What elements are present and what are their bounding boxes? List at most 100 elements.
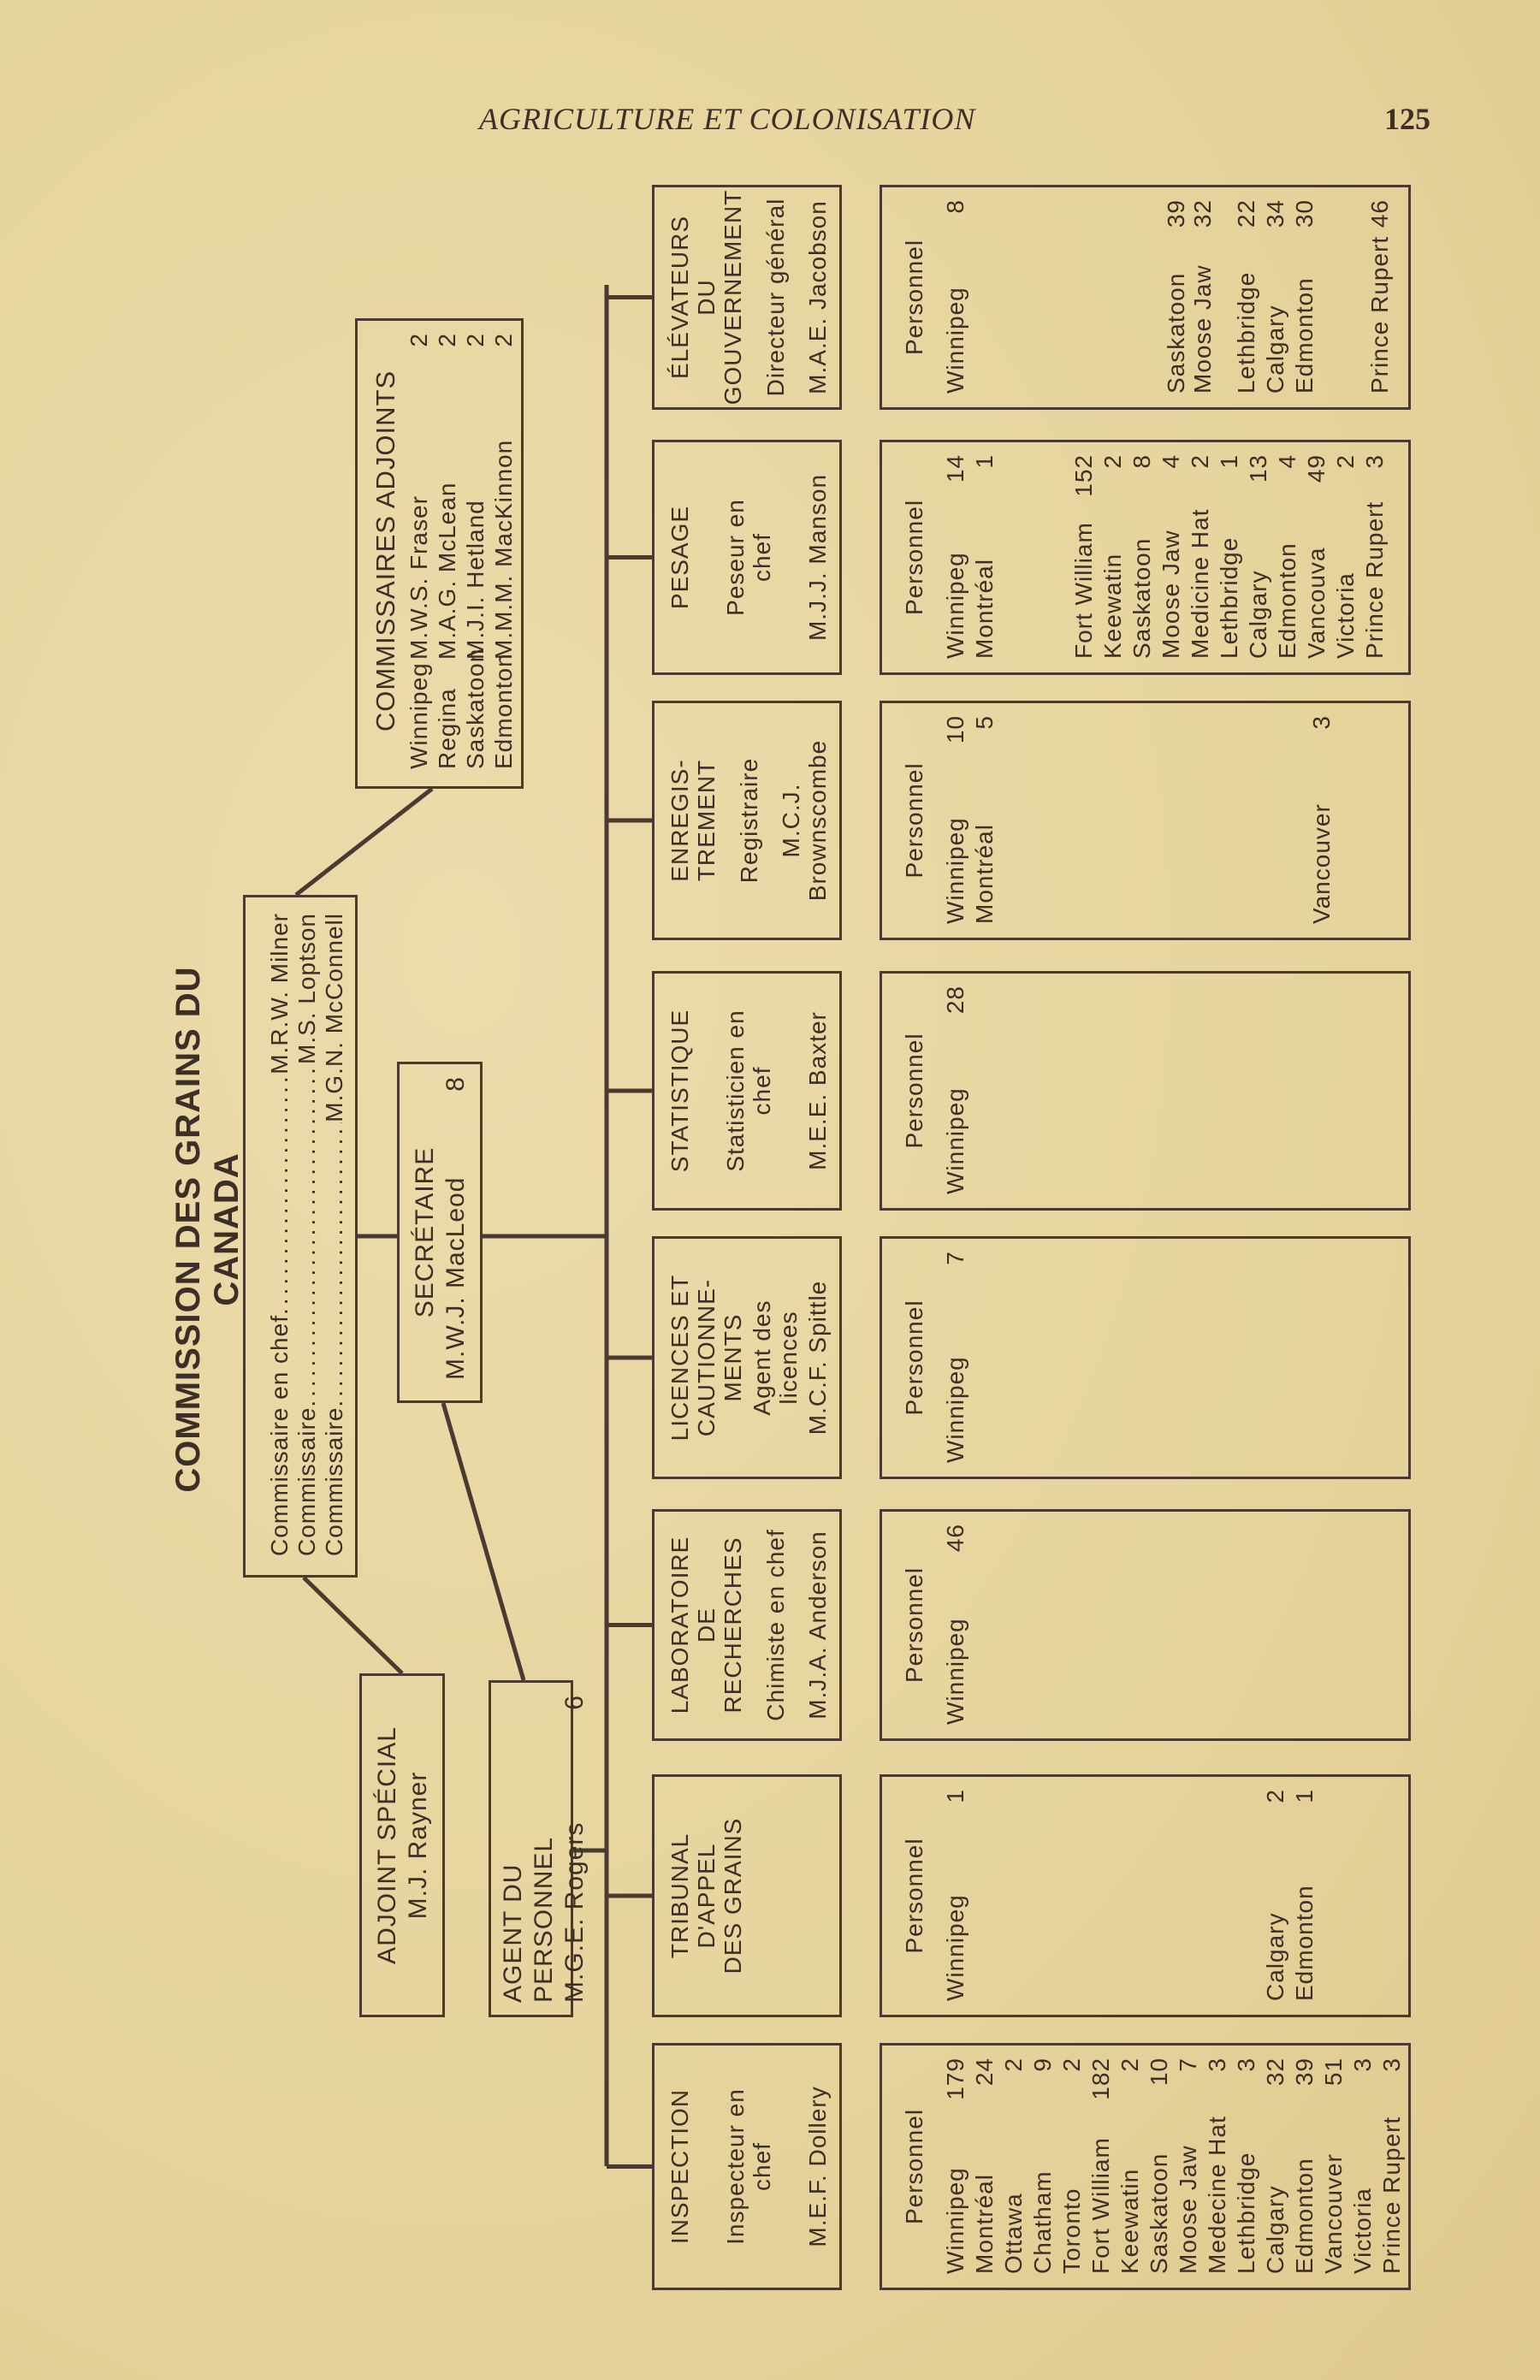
dept-title: STATISTIQUE <box>666 1009 693 1172</box>
location: Vancouver <box>1308 803 1336 924</box>
name: M.S. Loptson <box>293 913 320 1064</box>
dept-title-line: DU <box>693 279 720 316</box>
dept-name-line: M.J.J. Manson <box>804 473 831 642</box>
name: M.W.J. MacLeod <box>441 1176 470 1380</box>
count: 6 <box>560 1695 589 1710</box>
personnel-heading: Personnel <box>901 2108 927 2225</box>
dept-name-line: Brownscombe <box>804 739 831 902</box>
location: Medecine Hat <box>1204 2116 1230 2274</box>
staff-count: 8 <box>942 199 968 214</box>
name: M.W.S. Fraser <box>406 495 432 660</box>
special-assistant-box: ADJOINT SPÉCIAL M.J. Rayner <box>359 1673 445 2017</box>
location: Fort William <box>1087 2137 1114 2274</box>
staff-count: 1 <box>971 454 998 469</box>
location: Victoria <box>1349 2188 1376 2274</box>
staff-count: 7 <box>1175 2057 1201 2072</box>
location: Toronto <box>1058 2188 1085 2274</box>
staff-count: 4 <box>1157 454 1184 469</box>
personnel-heading: Personnel <box>901 1033 927 1149</box>
location: Lethbridge <box>1233 2152 1259 2274</box>
dept-title: INSPECTION <box>666 2089 693 2244</box>
dot-leader <box>293 1064 321 1407</box>
dept-title: PESAGE <box>666 506 693 609</box>
location: Winnipeg <box>942 2167 968 2274</box>
location: Medicine Hat <box>1186 508 1213 659</box>
dept-title-line: LICENCES ET <box>666 1274 693 1442</box>
dept-name: M.E.F. Dollery <box>804 2086 831 2247</box>
location: Saskatoon <box>1163 272 1190 394</box>
staff-count: 13 <box>1244 454 1271 483</box>
staff-count: 22 <box>1233 199 1259 228</box>
dept-title-line: D'APPEL <box>693 1843 720 1949</box>
name: M.G.E. Rogers <box>560 1821 589 2003</box>
personnel-heading: Personnel <box>901 1838 927 1954</box>
location: Saskatoon <box>1146 2152 1172 2274</box>
staff-count: 39 <box>1291 2057 1318 2087</box>
location: Moose Jaw <box>1175 2145 1201 2274</box>
location: Ottawa <box>1000 2193 1027 2274</box>
location: Vancouvа <box>1302 547 1330 659</box>
dept-title-line: MENTS <box>720 1313 746 1402</box>
box-heading: ADJOINT SPÉCIAL <box>373 1726 401 1964</box>
comm-special-line <box>302 1576 404 1675</box>
staff-count: 2 <box>1099 454 1126 469</box>
staff-count: 49 <box>1302 454 1330 483</box>
location: Moose Jaw <box>1157 530 1184 659</box>
count: 8 <box>441 1076 470 1092</box>
location: Keewatin <box>1099 553 1126 659</box>
location: Calgary <box>1262 1912 1288 2001</box>
dept-role: Chimiste en chef <box>762 1529 789 1721</box>
staff-count: 32 <box>1189 199 1216 228</box>
location: Calgary <box>1262 305 1288 394</box>
count: 2 <box>434 333 460 347</box>
count: 2 <box>406 333 432 347</box>
dept-title: ENREGIS-TREMENT <box>666 759 720 881</box>
location: Winnipeg <box>942 1087 968 1194</box>
city: Edmonton <box>490 653 517 769</box>
dept-name-line: M.J.A. Anderson <box>804 1530 831 1720</box>
dept-role-line: Inspecteur en <box>722 2088 749 2245</box>
location: Prince Rupert <box>1378 2116 1405 2274</box>
staff-count: 24 <box>971 2057 998 2087</box>
staff-count: 2 <box>1262 1789 1288 1803</box>
dept-title-line: INSPECTION <box>666 2088 693 2245</box>
location: Calgary <box>1262 2185 1288 2274</box>
staff-count: 2 <box>1331 454 1359 469</box>
staff-count: 30 <box>1291 199 1318 228</box>
staff-count: 3 <box>1378 2057 1405 2072</box>
location: Calgary <box>1244 570 1271 659</box>
dept-role-line: Registraire <box>735 757 762 884</box>
staff-count: 182 <box>1087 2057 1114 2100</box>
dept-title-line: TREMENT <box>693 759 720 882</box>
dept-role-line: chef <box>749 533 775 582</box>
staff-count: 8 <box>1128 454 1155 469</box>
